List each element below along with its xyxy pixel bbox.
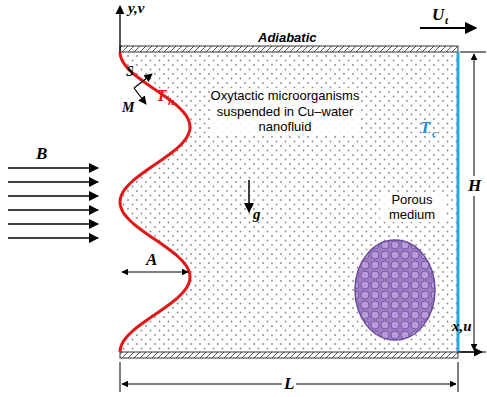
velocity-label: U [432,5,444,25]
dimension-label: L [282,374,296,394]
dimension-tick [120,362,121,392]
boundary-label: Adiabatic [258,30,317,45]
y-axis [119,6,120,52]
cold-wall [457,52,460,352]
top-wall [120,46,458,52]
dimension-tick [458,362,459,392]
dimension-tick [460,52,486,53]
axis-label: x,u [452,318,472,335]
temperature-subscript: h [168,95,174,107]
magnetic-field-arrows [8,168,98,238]
height-dimension [474,54,475,350]
field-label: B [36,144,47,164]
velocity-subscript: t [445,14,448,26]
dimension-tick [460,352,486,353]
porous-medium [355,240,435,340]
lid-velocity-arrow [420,27,476,29]
fluid-region [120,52,458,352]
normal-arrow [134,88,146,104]
fluid-description: Oxytactic microorganisms suspended in Cu… [210,88,360,135]
temperature-subscript: c [432,127,437,139]
gravity-arrow [248,180,250,212]
hot-wavy-wall [120,52,190,352]
dimension-label: H [466,176,483,196]
bottom-wall [120,352,458,358]
region-label: Porous medium [380,192,444,222]
temperature-label: T [420,118,430,138]
temperature-label: T [156,86,166,106]
dimension-label: A [146,250,157,270]
amplitude-dimension [122,272,188,273]
axis-label: y,v [128,0,145,17]
normal-label: M [122,100,134,116]
wall-mask [120,52,190,352]
tangent-arrow [134,74,152,88]
tangent-label: S [126,64,134,80]
gravity-label: g [253,206,261,223]
